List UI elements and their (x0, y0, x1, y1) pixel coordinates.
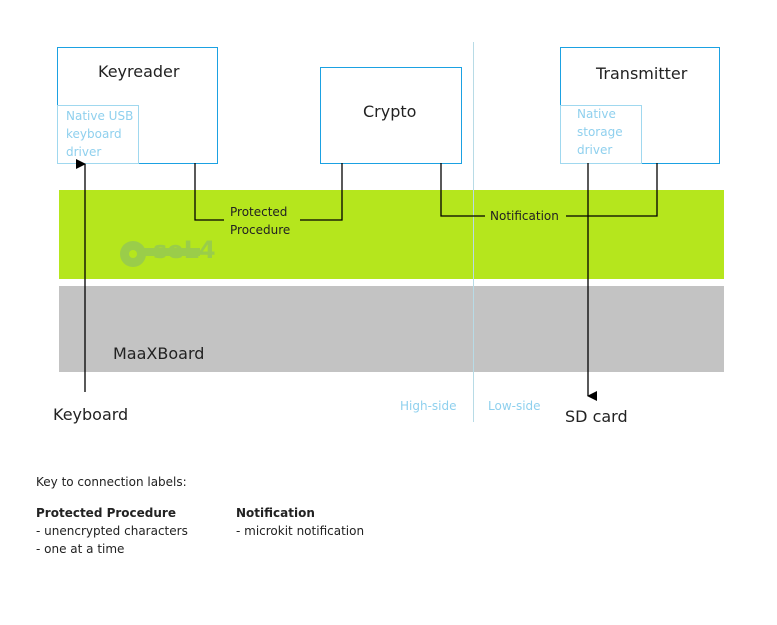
svg-text:seL4: seL4 (153, 236, 216, 264)
transmitter-title: Transmitter (596, 64, 688, 83)
legend-heading: Protected Procedure (36, 506, 176, 520)
low-side-label: Low-side (488, 399, 541, 413)
usb-driver-line: Native USB (66, 109, 134, 123)
protected-procedure-line-left (194, 163, 224, 221)
storage-driver-line: Native (577, 107, 616, 121)
legend-protected-procedure: Protected Procedure - unencrypted charac… (36, 504, 188, 558)
legend-item: - one at a time (36, 542, 125, 556)
legend-notification: Notification - microkit notification (236, 504, 364, 540)
keyboard-label: Keyboard (53, 405, 129, 424)
storage-driver-line: storage (577, 125, 623, 139)
high-side-label: High-side (400, 399, 457, 413)
crypto-title: Crypto (363, 102, 417, 121)
storage-driver-line: driver (577, 143, 613, 157)
sd-card-label: SD card (565, 407, 628, 426)
legend-title: Key to connection labels: (36, 475, 187, 489)
crypto-box[interactable] (320, 67, 462, 164)
usb-driver-line: driver (66, 145, 102, 159)
connection-label-line: Procedure (230, 223, 291, 237)
storage-driver-label: Native storage driver (577, 105, 623, 159)
storage-driver-box[interactable] (560, 105, 642, 164)
protected-procedure-label: Protected Procedure (230, 203, 290, 239)
legend-heading: Notification (236, 506, 315, 520)
sel4-logo: seL4 (120, 236, 216, 267)
notification-line-left (440, 163, 485, 217)
usb-driver-label: Native USB keyboard driver (66, 107, 133, 161)
board-label: MaaXBoard (113, 344, 205, 363)
usb-driver-box[interactable] (57, 105, 139, 164)
connection-label-line: Protected (230, 205, 288, 219)
protected-procedure-line-right (300, 163, 343, 221)
legend-item: - microkit notification (236, 524, 365, 538)
board-layer (59, 286, 724, 372)
keyreader-title: Keyreader (98, 62, 180, 81)
notification-line-right (566, 163, 658, 217)
notification-label: Notification (490, 209, 559, 223)
legend-item: - unencrypted characters (36, 524, 188, 538)
usb-driver-line: keyboard (66, 127, 122, 141)
sel4-layer (59, 190, 724, 279)
